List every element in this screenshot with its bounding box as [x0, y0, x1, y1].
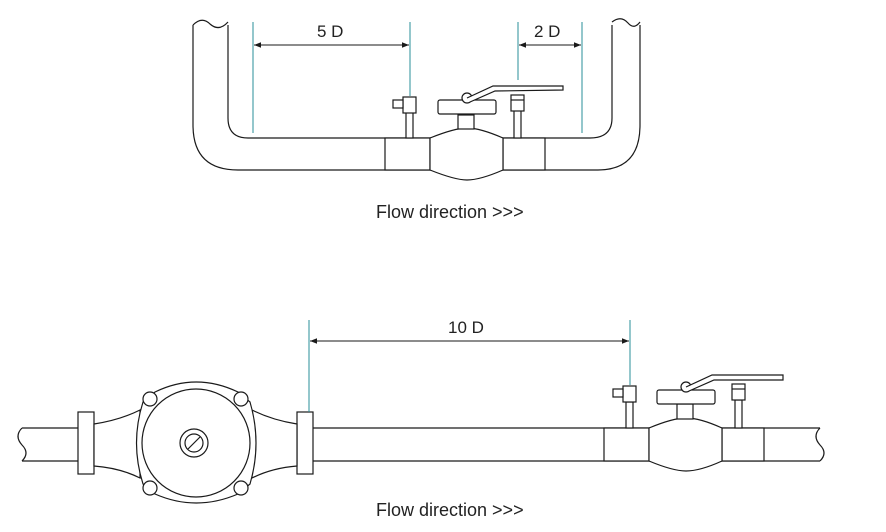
top-valve-lever — [466, 85, 564, 103]
pump-neck-right — [251, 409, 298, 479]
pump-flange-left — [77, 411, 95, 475]
top-flow-direction-label: Flow direction >>> — [376, 202, 524, 222]
top-test-point-right-tube — [513, 109, 522, 139]
bottom-pipe-assembly — [17, 374, 825, 504]
bottom-test-point-left-body — [622, 385, 637, 403]
pump-bolt-tr — [233, 391, 249, 407]
bottom-test-point-right-tube — [734, 399, 743, 429]
bottom-valve-stem — [676, 403, 694, 420]
bottom-test-point-left-nipple — [612, 388, 624, 398]
top-test-point-left-tube — [405, 111, 414, 139]
bottom-dim-label-10d: 10 D — [448, 318, 484, 337]
bottom-pipe-right-end — [815, 427, 825, 462]
bottom-valve-lever — [685, 374, 784, 392]
pump-bolt-tl — [142, 391, 158, 407]
bottom-test-point-left-tube — [625, 401, 634, 429]
top-dimensions — [252, 22, 583, 133]
pump-bolt-bl — [142, 480, 158, 496]
top-dim-label-5d: 5 D — [317, 22, 344, 41]
top-valve-body — [429, 127, 504, 181]
top-test-point-left-body — [402, 96, 417, 114]
pump-neck-left — [93, 409, 141, 479]
pump-bolt-br — [233, 480, 249, 496]
bottom-valve-body — [648, 417, 723, 472]
bottom-flow-direction-label: Flow direction >>> — [376, 500, 524, 520]
bottom-test-point-right-body — [731, 383, 746, 401]
top-sleeve-left — [384, 137, 431, 171]
top-dim-label-2d: 2 D — [534, 22, 561, 41]
pump-center-slot — [187, 436, 201, 450]
top-valve-stem — [457, 114, 475, 130]
pump-flange-right — [296, 411, 314, 475]
top-pipe-right-end — [611, 18, 641, 27]
bottom-sleeve-right — [721, 427, 765, 462]
top-sleeve-right — [502, 137, 546, 171]
top-pipe-assembly — [192, 18, 641, 181]
bottom-pipe-left-end — [17, 427, 27, 462]
bottom-dimensions — [308, 320, 631, 412]
top-pipe-outer-outline — [192, 25, 641, 171]
top-test-point-right-body — [510, 94, 525, 112]
top-test-point-left-nipple — [392, 99, 404, 109]
bottom-sleeve-left — [603, 427, 650, 462]
top-pipe-left-end — [192, 19, 229, 29]
